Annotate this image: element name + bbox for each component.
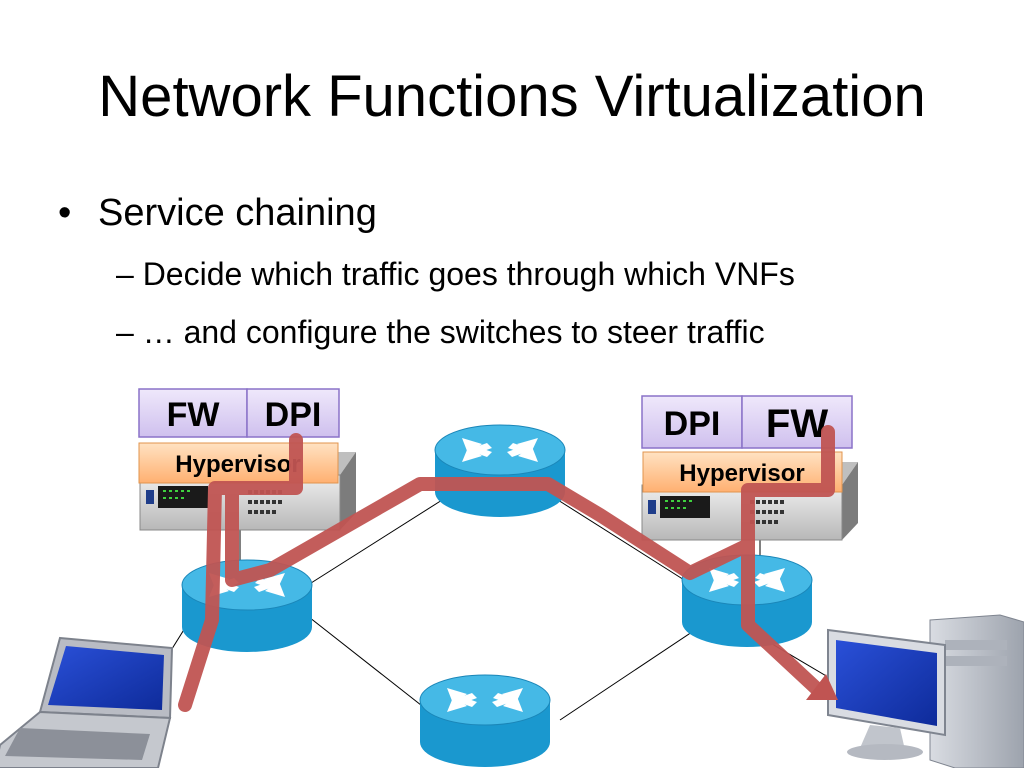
hypervisor-box-left (138, 442, 339, 484)
vnf-fw-label-right: FW (766, 402, 828, 446)
vnf-dpi-label-left: DPI (265, 396, 322, 434)
vnf-dpi-box-right (641, 395, 743, 449)
hypervisor-label-right: Hypervisor (679, 460, 804, 487)
right-vnf-group: DPI FW Hypervisor (641, 395, 853, 493)
bullet-text: Service chaining (98, 192, 377, 234)
left-vnf-group: FW DPI Hypervisor (138, 388, 340, 484)
hypervisor-label-left: Hypervisor (175, 451, 300, 478)
bullet-service-chaining: • Service chaining (58, 190, 377, 236)
laptop-icon (0, 636, 174, 768)
sub-bullet-decide: – Decide which traffic goes through whic… (116, 256, 795, 292)
vnf-fw-box-left (138, 388, 248, 438)
desktop-icon (827, 614, 1024, 768)
router-icon (434, 424, 566, 518)
vnf-fw-label-left: FW (167, 396, 221, 434)
router-icon (419, 674, 551, 768)
slide-title: Network Functions Virtualization (98, 64, 926, 129)
vnf-dpi-box-left (246, 388, 340, 438)
vnf-dpi-label-right: DPI (664, 405, 721, 443)
service-chain-path (178, 425, 838, 712)
sub-bullet-configure: – … and configure the switches to steer … (116, 314, 765, 350)
bullet-marker: • (58, 192, 72, 234)
